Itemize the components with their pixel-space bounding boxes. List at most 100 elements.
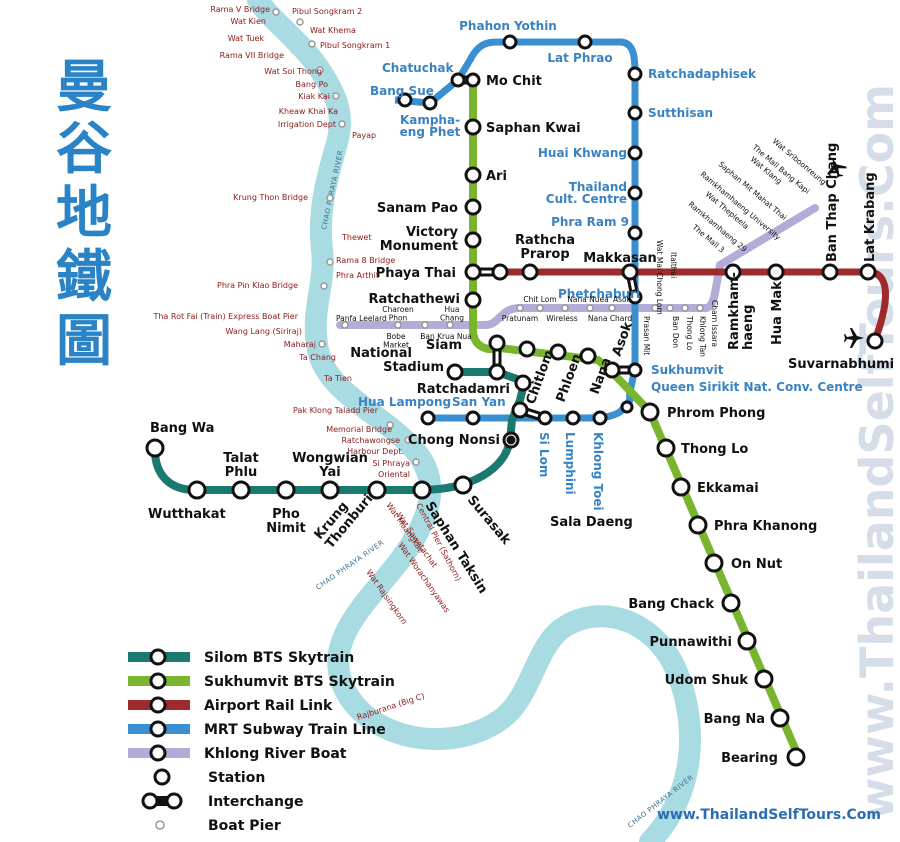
pier-dot[interactable]	[404, 436, 412, 444]
label-rathcha-1: Rathcha	[515, 233, 575, 248]
pier-dot[interactable]	[412, 458, 420, 466]
station-phra-ram-9[interactable]	[627, 225, 643, 241]
station-ratchadaphisek[interactable]	[627, 66, 643, 82]
station-rathcha-prarop[interactable]	[521, 263, 539, 281]
station-sutthisan[interactable]	[627, 105, 643, 121]
interchange-siam[interactable]	[488, 334, 506, 381]
station-saphan-kwai[interactable]	[464, 118, 482, 136]
pier-dot[interactable]	[666, 304, 674, 312]
title-char-2: 谷	[56, 117, 112, 182]
pier-dot[interactable]	[341, 321, 349, 329]
pier-dot[interactable]	[318, 340, 326, 348]
pier-dot[interactable]	[561, 304, 569, 312]
pier-dot[interactable]	[320, 282, 328, 290]
station-on-nut[interactable]	[704, 553, 724, 573]
station-sanam-pao[interactable]	[464, 198, 482, 216]
pier-dot[interactable]	[326, 258, 334, 266]
station-thong-lo[interactable]	[656, 438, 676, 458]
pier-dot[interactable]	[446, 321, 454, 329]
pier-label-wat-mai: Wat Mai Chong Lom	[655, 240, 664, 315]
pier-dot[interactable]	[586, 304, 594, 312]
station-ramkhamhaeng[interactable]	[724, 263, 742, 281]
pier-label-italthai: Italthai	[669, 252, 678, 278]
label-phra-ram-9: Phra Ram 9	[551, 215, 629, 229]
legend-station-swatch	[149, 720, 167, 738]
pier-dot[interactable]	[394, 321, 402, 329]
station-surasak[interactable]	[453, 475, 473, 495]
pier-dot[interactable]	[316, 66, 324, 74]
pier-dot[interactable]	[608, 304, 616, 312]
legend-station-swatch	[149, 744, 167, 762]
station-hua-mak[interactable]	[767, 263, 785, 281]
station-bang-sue[interactable]	[397, 92, 413, 108]
pier-dot[interactable]	[651, 304, 659, 312]
interchange-sala-daeng[interactable]	[511, 401, 553, 426]
station-talat-phlu[interactable]	[231, 480, 251, 500]
pier-dot[interactable]	[308, 40, 316, 48]
station-saphan-taksin[interactable]	[412, 480, 432, 500]
station-phrom-phong[interactable]	[640, 402, 660, 422]
station-victory-monument[interactable]	[464, 231, 482, 249]
station-hua-lampong[interactable]	[420, 410, 436, 426]
station-ekkamai[interactable]	[671, 477, 691, 497]
station-khlong-toei[interactable]	[592, 410, 608, 426]
interchange-makkasan[interactable]	[621, 263, 643, 305]
pier-label-wireless: Wireless	[546, 314, 577, 323]
pier-label: Wat Soi Thong	[264, 67, 322, 76]
pier-dot[interactable]	[332, 92, 340, 100]
pier-label: Wat Khema	[310, 26, 356, 35]
pier-dot[interactable]	[516, 304, 524, 312]
station-wutthakat[interactable]	[187, 480, 207, 500]
station-thailand-cult-centre[interactable]	[627, 185, 643, 201]
interchange-chong-nonsi-pier[interactable]	[506, 435, 516, 445]
station-bang-wa[interactable]	[145, 438, 165, 458]
pier-dot[interactable]	[338, 120, 346, 128]
legend-station-swatch	[149, 672, 167, 690]
station-san-yan[interactable]	[465, 410, 481, 426]
station-lat-phrao[interactable]	[577, 34, 593, 50]
label-ekkamai: Ekkamai	[697, 481, 759, 496]
station-punnawithi[interactable]	[737, 631, 757, 651]
station-suvarnabhumi[interactable]	[866, 332, 884, 350]
label-si-lom: Si Lom	[537, 432, 551, 477]
station-wongwian-yai[interactable]	[320, 480, 340, 500]
station-ratchathewi[interactable]	[464, 291, 482, 309]
pier-dot[interactable]	[696, 304, 704, 312]
pier-dot[interactable]	[386, 421, 394, 429]
pier-dot[interactable]	[421, 321, 429, 329]
station-bearing[interactable]	[786, 747, 806, 767]
pier-dot[interactable]	[681, 304, 689, 312]
label-bang-sue: Bang Sue	[370, 84, 434, 98]
station-national-stadium[interactable]	[446, 363, 464, 381]
pier-dot[interactable]	[272, 8, 280, 16]
station-phahon-yothin[interactable]	[502, 34, 518, 50]
station-ban-thap-chang[interactable]	[821, 263, 839, 281]
pier-dot[interactable]	[296, 18, 304, 26]
station-chitlom[interactable]	[518, 340, 536, 358]
pier-dot[interactable]	[326, 194, 334, 202]
interchange-asok[interactable]	[603, 361, 643, 379]
pier-label: Rama V Bridge	[210, 5, 270, 14]
station-huai-khwang[interactable]	[627, 145, 643, 161]
station-phra-khanong[interactable]	[688, 515, 708, 535]
station-phloen[interactable]	[549, 343, 567, 361]
station-udom-shuk[interactable]	[754, 669, 774, 689]
station-ari[interactable]	[464, 166, 482, 184]
station-lumphini[interactable]	[565, 410, 581, 426]
station-ratchadamri[interactable]	[514, 374, 532, 392]
station-nana[interactable]	[579, 347, 597, 365]
station-bang-na[interactable]	[770, 708, 790, 728]
chao-phraya-river	[247, 0, 701, 842]
station-pho-nimit[interactable]	[276, 480, 296, 500]
pier-dot[interactable]	[536, 304, 544, 312]
interchange-phaya-thai[interactable]	[464, 263, 509, 281]
station-qsncc[interactable]	[620, 400, 634, 414]
station-kamphaeng-phet[interactable]	[422, 95, 438, 111]
station-bang-chack[interactable]	[721, 593, 741, 613]
interchange-mo-chit[interactable]	[450, 72, 481, 88]
station-lat-krabang[interactable]	[859, 263, 877, 281]
label-thailand-1: Thailand	[569, 180, 627, 194]
station-krung-thonburi[interactable]	[367, 480, 387, 500]
legend-item: Silom BTS Skytrain	[128, 648, 354, 666]
